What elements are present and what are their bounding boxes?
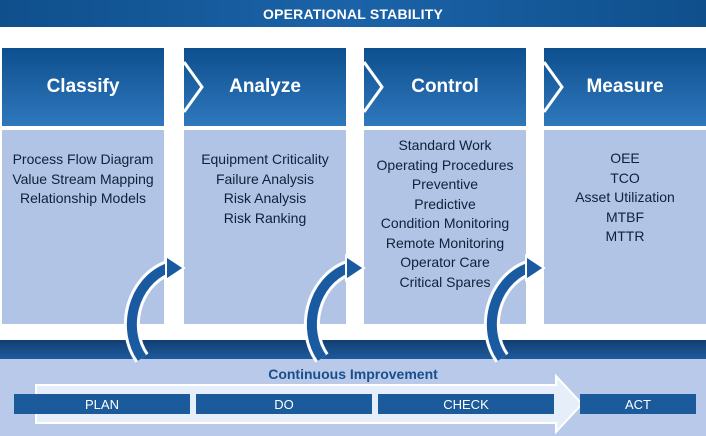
classify-item: Process Flow Diagram — [12, 151, 154, 167]
cycle-arrow-icon — [483, 254, 546, 363]
measure-item: MTBF — [605, 208, 645, 225]
analyze-item: Risk Ranking — [223, 209, 307, 226]
banner-title: OPERATIONAL STABILITY — [263, 5, 443, 22]
analyze-item: Failure Analysis — [215, 170, 315, 187]
operational-stability-banner: OPERATIONAL STABILITY — [0, 0, 706, 27]
step-plan-label: PLAN — [85, 396, 119, 412]
control-item: Preventive — [411, 176, 479, 192]
step-do-label: DO — [274, 396, 294, 412]
classify-item: Value Stream Mapping — [12, 170, 154, 187]
measure-item: TCO — [610, 169, 640, 186]
control-item: Operating Procedures — [376, 156, 514, 173]
cycle-arrow-icon — [123, 254, 186, 363]
analyze-item: Risk Analysis — [223, 190, 307, 206]
step-check: CHECK — [378, 394, 554, 414]
control-item: Standard Work — [398, 137, 492, 153]
step-act-label: ACT — [625, 396, 651, 412]
step-do: DO — [196, 394, 372, 414]
phase-header-analyze: Analyze — [184, 48, 346, 126]
cycle-arrow-icon — [303, 254, 366, 363]
chevron-right-icon — [182, 61, 204, 113]
phase-header-control: Control — [364, 48, 526, 126]
control-item: Critical Spares — [399, 273, 491, 290]
classify-item: Relationship Models — [19, 190, 147, 206]
step-check-label: CHECK — [443, 396, 489, 412]
analyze-item: Equipment Criticality — [201, 151, 329, 167]
control-item: Predictive — [414, 195, 476, 212]
step-plan: PLAN — [14, 394, 190, 414]
measure-item: MTTR — [605, 228, 645, 244]
phase-title-measure: Measure — [586, 76, 664, 97]
phase-title-control: Control — [411, 76, 479, 97]
measure-items: OEE TCO Asset Utilization MTBF MTTR — [544, 130, 706, 324]
measure-item: OEE — [610, 150, 640, 166]
step-act: ACT — [580, 394, 696, 414]
cycle-band — [0, 340, 706, 359]
phase-title-analyze: Analyze — [229, 76, 301, 97]
control-item: Remote Monitoring — [385, 234, 505, 251]
measure-item: Asset Utilization — [575, 189, 675, 205]
phase-header-classify: Classify — [2, 48, 164, 126]
chevron-right-icon — [362, 61, 384, 113]
control-item: Operator Care — [400, 254, 490, 270]
analyze-items: Equipment Criticality Failure Analysis R… — [184, 130, 346, 324]
control-item: Condition Monitoring — [380, 215, 510, 231]
phase-title-classify: Classify — [46, 76, 120, 97]
chevron-right-icon — [542, 61, 564, 113]
phase-header-measure: Measure — [544, 48, 706, 126]
continuous-improvement-title: Continuous Improvement — [268, 366, 438, 382]
